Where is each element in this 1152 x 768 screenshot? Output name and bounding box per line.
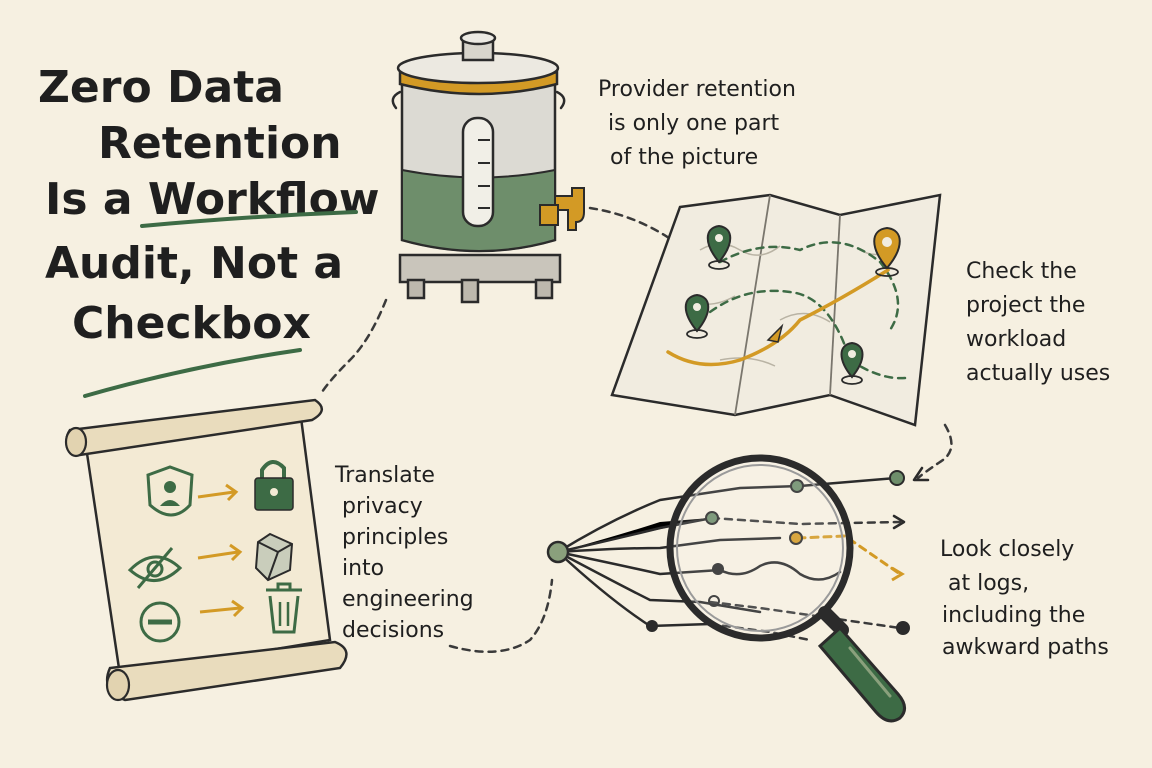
padlock-icon [254,460,294,511]
translate-note-line-5: engineering [342,587,474,612]
eye-slash-icon [127,547,183,589]
connector-tank-to-map [588,206,674,242]
arrow-right-icon [197,543,243,562]
translate-note-line-6: decisions [342,618,444,643]
folded-map-icon [610,193,942,427]
title-underline [83,348,302,398]
title-line-5: Checkbox [72,298,311,349]
connector-map-to-logs [916,423,953,480]
map-pin-gold [873,226,901,277]
arrow-right-icon [197,483,239,502]
project-note-line-3: workload [966,327,1066,352]
arrow-right-icon [199,599,245,618]
logs-note: Look closely at logs, including the awkw… [940,537,1109,660]
map-pin-green-1 [706,224,732,270]
shield-user-icon [146,465,194,517]
translate-principles-note: Translate privacy principles into engine… [334,463,474,643]
connector-scroll-to-logs [448,578,554,654]
cube-icon [254,532,294,582]
provider-retention-note: Provider retention is only one part of t… [598,77,796,170]
translate-note-line-1: Translate [334,463,435,488]
project-note-line-4: actually uses [966,361,1110,386]
logs-note-line-3: including the [942,603,1085,628]
title-line-1: Zero Data [38,62,284,113]
map-pin-green-3 [840,341,864,385]
project-note-line-1: Check the [966,259,1077,284]
provider-note-line-3: of the picture [610,145,758,170]
connector-tank-to-scroll [320,298,388,394]
svg-text:Is a Workflow: Is a Workflow [45,174,380,225]
map-pin-green-2 [684,293,710,339]
translate-note-line-4: into [342,556,384,581]
provider-note-line-2: is only one part [608,111,780,136]
title-line-4: Audit, Not a [45,238,343,289]
page-title: Zero Data Retention Is a Workflow Audit,… [38,62,380,398]
scroll-icon [64,398,348,702]
translate-note-line-3: principles [342,525,448,550]
connector-arrowhead [912,466,930,482]
title-line-2: Retention [98,118,342,169]
project-check-note: Check the project the workload actually … [966,259,1110,386]
magnifying-glass-icon [666,454,906,723]
minus-circle-icon [139,601,181,643]
project-note-line-2: project the [966,293,1085,318]
logs-note-line-4: awkward paths [942,635,1109,660]
translate-note-line-2: privacy [342,494,423,519]
workflow-underline [140,210,358,228]
logs-note-line-2: at logs, [948,571,1029,596]
provider-note-line-1: Provider retention [598,77,796,102]
title-line-3-prefix: Is a [45,174,148,225]
water-tank-icon [391,30,585,304]
trash-can-icon [266,582,302,634]
logs-note-line-1: Look closely [940,537,1074,562]
